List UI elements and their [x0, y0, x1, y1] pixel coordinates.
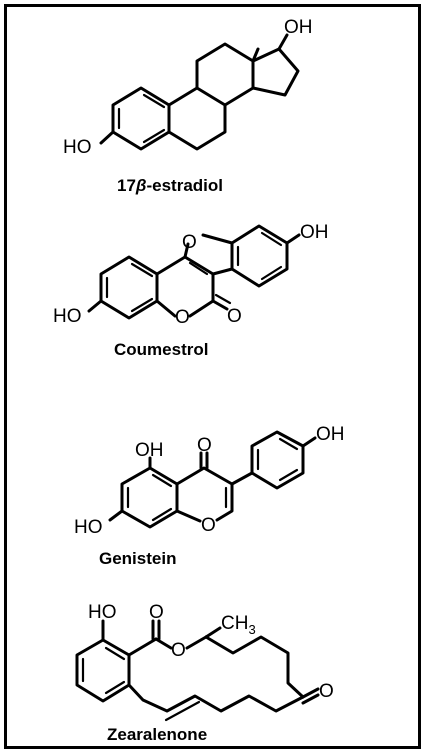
zearalenone-carbonyl-o-label: O [149, 602, 164, 623]
estradiol-name: 17β-estradiol [117, 176, 223, 195]
zearalenone-ester-o-label: O [171, 640, 186, 661]
estradiol-ho-bond [99, 130, 115, 145]
genistein-ring-right [250, 430, 305, 490]
zearalenone-ring [75, 638, 131, 703]
estradiol-ring-b [167, 86, 227, 151]
genistein-oh-right-label: OH [316, 424, 345, 445]
coumestrol-ho-label: HO [53, 306, 82, 327]
structures-figure: OH HO 17β-estradiol O OH HO O O Coumes [4, 4, 421, 749]
chemical-structures-drawing: OH HO 17β-estradiol O OH HO O O Coumes [53, 17, 345, 744]
genistein-carbonyl-o-label: O [197, 435, 212, 456]
genistein-oh-label: OH [135, 440, 164, 461]
coumestrol-ring-right [230, 224, 289, 288]
genistein-chromone [175, 466, 234, 522]
estradiol-ho-label: HO [63, 137, 92, 158]
coumestrol-carbonyl-o-label: O [227, 306, 242, 327]
coumestrol-ring-o-label: O [175, 307, 190, 328]
coumestrol-structure: O OH HO O O Coumestrol [53, 222, 329, 359]
genistein-name: Genistein [99, 549, 176, 568]
estradiol-ring-a [111, 86, 171, 151]
estradiol-structure: OH HO 17β-estradiol [63, 17, 313, 195]
estradiol-oh-bond [277, 33, 289, 51]
genistein-structure: OH O OH HO O Genistein [74, 424, 345, 568]
estradiol-ring-c [195, 42, 255, 107]
zearalenone-chain-lower [127, 683, 305, 713]
estradiol-oh-label: OH [284, 17, 313, 38]
zearalenone-name: Zearalenone [107, 725, 207, 744]
genistein-ho-label: HO [74, 517, 103, 538]
estradiol-methyl-bond [251, 47, 260, 63]
coumestrol-furan-o-label: O [182, 232, 197, 253]
genistein-ring-o-label: O [201, 515, 216, 536]
coumestrol-name: Coumestrol [114, 340, 208, 359]
estradiol-ring-d [251, 47, 300, 97]
coumestrol-oh-label: OH [300, 222, 329, 243]
zearalenone-structure: HO O O CH3 O Zearalenone [75, 602, 334, 744]
coumestrol-ring-left [99, 255, 159, 320]
zearalenone-ch3-label: CH3 [221, 613, 256, 637]
zearalenone-ho-label: HO [88, 602, 117, 623]
zearalenone-chain-upper [204, 635, 305, 699]
genistein-ring-left [120, 466, 179, 529]
zearalenone-ketone-o-label: O [319, 681, 334, 702]
